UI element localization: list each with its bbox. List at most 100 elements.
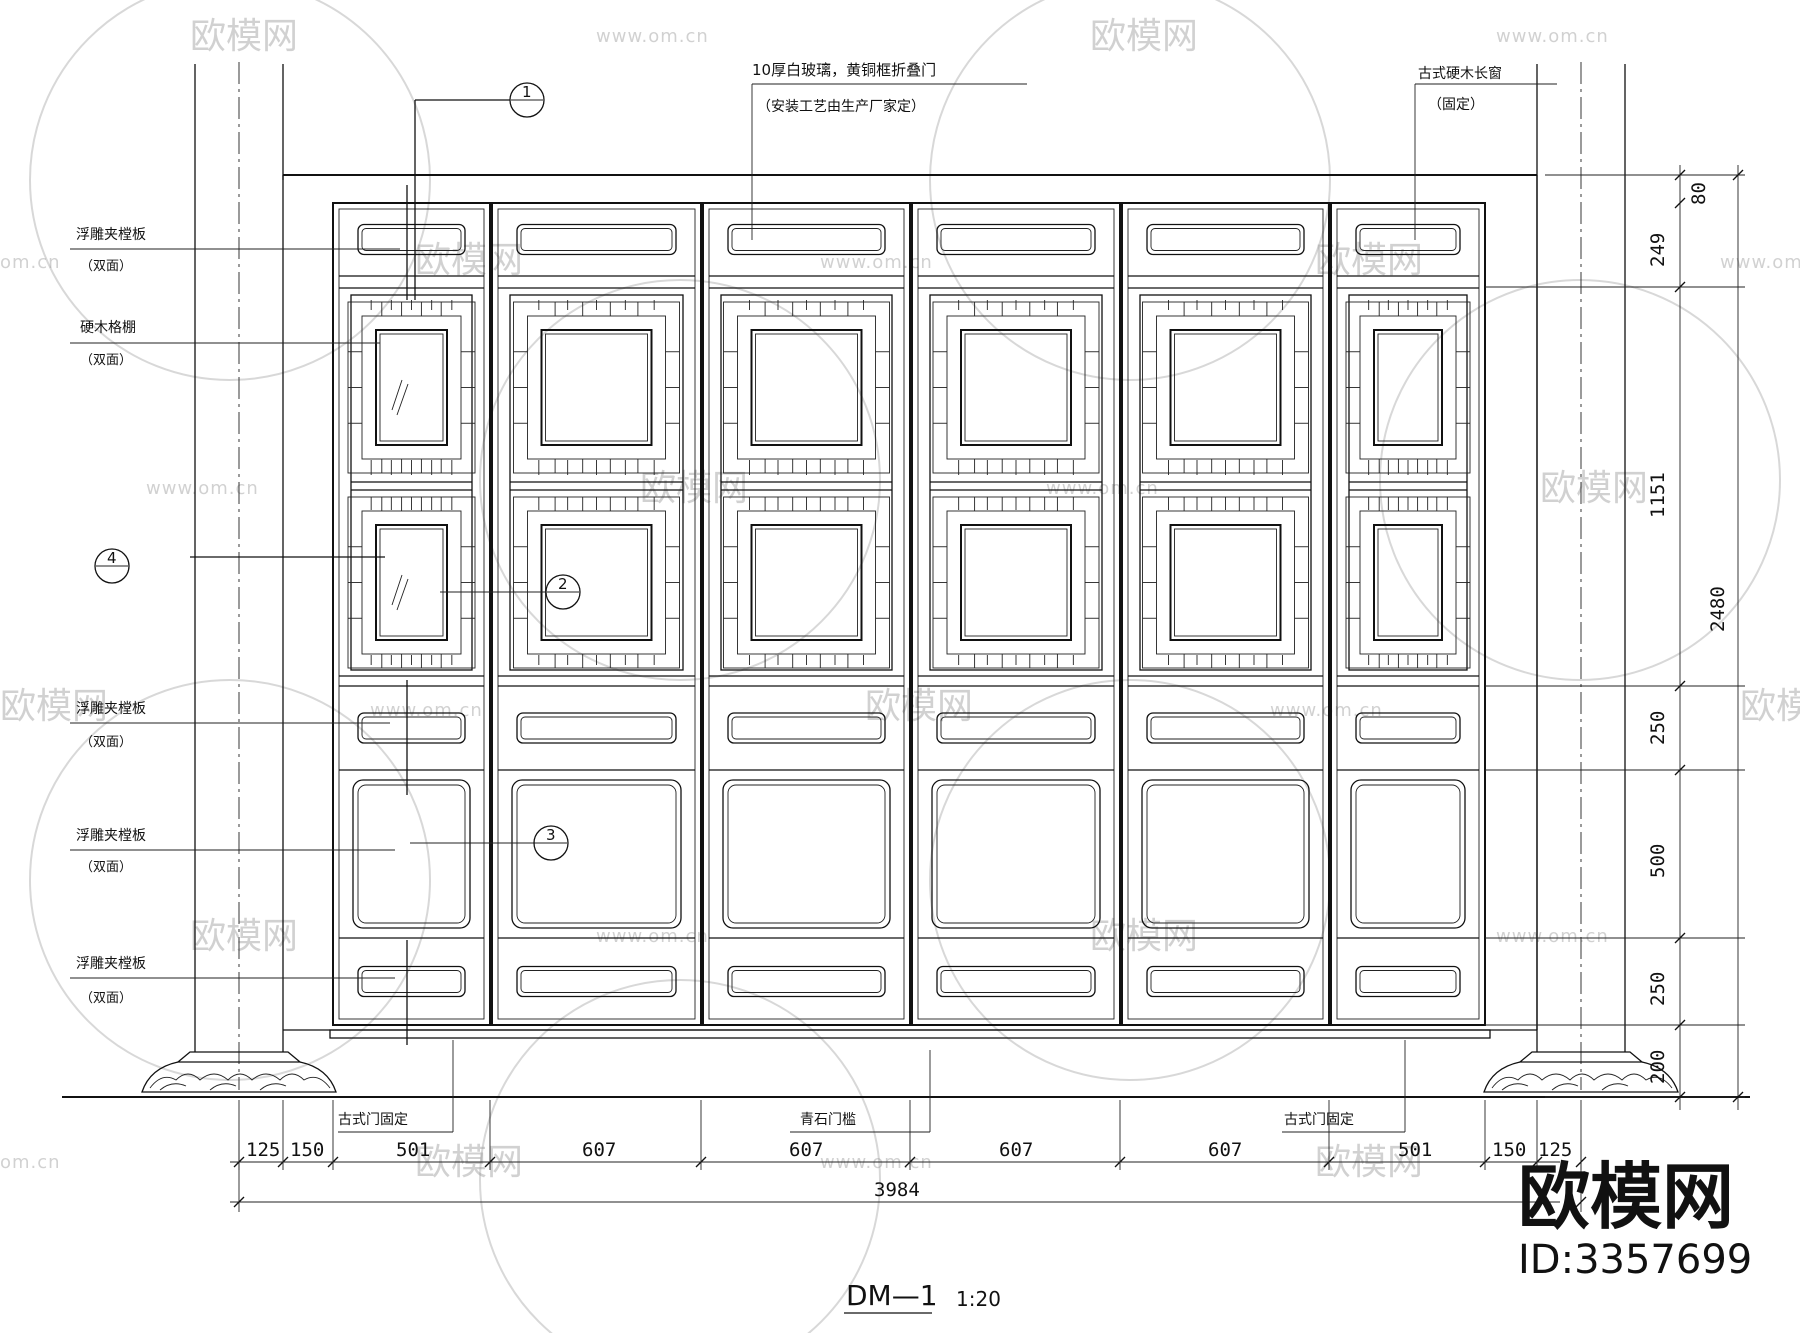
glass-pane-inner <box>1377 528 1439 637</box>
dim-width: 150 <box>1492 1139 1526 1161</box>
dim-height: 200 <box>1647 1050 1669 1084</box>
watermark-site: www.om.cn <box>1496 26 1609 47</box>
leaders <box>70 83 1745 1133</box>
raised-panel <box>722 779 891 929</box>
glass-pane <box>1169 329 1282 446</box>
dim-tick <box>1732 169 1744 181</box>
glass-hatch <box>391 574 403 606</box>
dim-tick <box>1674 197 1686 209</box>
left-label-sub: （双面） <box>80 353 132 368</box>
carved-panel <box>936 712 1096 744</box>
carved-panel <box>516 223 677 256</box>
carved-panel-inner <box>1359 970 1457 993</box>
callout-1: 1 <box>509 82 545 118</box>
carved-panel-inner <box>1150 228 1301 251</box>
annotations: 10厚白玻璃，黄铜框折叠门 （安装工艺由生产厂家定） 古式硬木长窗 （固定） 浮… <box>76 61 1502 1128</box>
carved-panel-inner <box>361 228 462 251</box>
vertical-dimension-chain: 80 249 1151 250 500 250 200 2480 <box>1647 165 1744 1110</box>
dim-tick <box>1674 169 1686 181</box>
carved-panel <box>727 223 886 256</box>
brand-stamp: 欧模网 ID:3357699 <box>1518 1155 1752 1283</box>
watermark-logo: 欧模网 <box>1315 240 1423 281</box>
watermark-logo: 欧模网 <box>1090 916 1198 957</box>
raised-panel <box>931 779 1101 929</box>
glass-pane <box>1373 329 1443 446</box>
lattice-ring <box>737 315 876 460</box>
glass-hatch <box>391 379 403 411</box>
dim-height: 250 <box>1647 711 1669 745</box>
lattice-ring <box>1156 315 1295 460</box>
dim-tick <box>1674 1091 1686 1103</box>
raised-panel-inner <box>516 784 677 924</box>
carved-panel-inner <box>520 228 673 251</box>
watermark-logo: 欧模网 <box>190 16 298 57</box>
glass-pane-inner <box>545 333 648 442</box>
watermark-logo: 欧模网 <box>1540 468 1648 509</box>
glass-hatch <box>396 578 409 611</box>
watermark-logo: 欧模网 <box>190 916 298 957</box>
carved-panel <box>357 223 466 256</box>
door-leaf-inner <box>1336 208 1480 1020</box>
dim-tick <box>1674 764 1686 776</box>
lattice-ring <box>1156 510 1295 655</box>
lattice-ring <box>737 510 876 655</box>
brand-id: ID:3357699 <box>1518 1237 1752 1283</box>
door-leaf <box>1330 202 1486 1026</box>
glass-pane <box>375 524 448 641</box>
dim-height: 1151 <box>1647 472 1669 518</box>
raised-panel-inner <box>1146 784 1305 924</box>
carved-panel <box>936 965 1096 998</box>
watermark-site: www.om.cn <box>596 26 709 47</box>
glass-pane <box>540 524 653 641</box>
dim-width: 125 <box>1538 1139 1572 1161</box>
raised-panel <box>1350 779 1466 929</box>
carved-panel <box>1355 965 1461 998</box>
carved-panel <box>357 965 466 998</box>
dim-height: 250 <box>1647 972 1669 1006</box>
drawing-title: DM—1 1:20 <box>844 1279 1001 1314</box>
top-center-note-sub: （安装工艺由生产厂家定） <box>757 98 925 115</box>
bottom-label: 古式门固定 <box>1284 1112 1354 1128</box>
lattice-ring <box>946 315 1086 460</box>
dim-width: 607 <box>999 1139 1033 1161</box>
dim-height: 80 <box>1688 182 1710 205</box>
glass-pane-inner <box>1174 333 1277 442</box>
lattice-ring <box>932 496 1100 669</box>
door-leaf <box>491 202 702 1026</box>
watermark-logo: 欧模网 <box>640 468 748 509</box>
watermark-site: www.om.cn <box>596 926 709 947</box>
carved-panel-inner <box>731 716 882 740</box>
dim-tick <box>1674 932 1686 944</box>
horizontal-dimension-chain: 125 150 501 607 607 607 607 501 150 125 … <box>230 1100 1587 1212</box>
watermark-site: www.om.cn <box>146 478 259 499</box>
carved-panel-inner <box>940 716 1092 740</box>
lattice-ring <box>946 510 1086 655</box>
carved-panel-inner <box>361 716 462 740</box>
carved-panel <box>1146 965 1305 998</box>
carved-panel <box>516 712 677 744</box>
glass-pane-inner <box>755 528 858 637</box>
lattice-ring <box>513 496 680 669</box>
door-leaf <box>911 202 1121 1026</box>
callout-3: 3 <box>533 825 569 861</box>
watermark-logo: 欧模网 <box>415 1142 523 1183</box>
carved-panel-inner <box>1359 716 1457 740</box>
glass-pane-inner <box>755 333 858 442</box>
glass-pane-inner <box>379 333 444 442</box>
bottom-label: 古式门固定 <box>338 1112 408 1128</box>
glass-pane <box>960 329 1072 446</box>
dim-width: 607 <box>789 1139 823 1161</box>
lattice-ring <box>347 496 476 669</box>
carved-panel-inner <box>361 970 462 993</box>
watermark-logo: 欧模网 <box>0 686 108 727</box>
watermark-site: www.om.cn <box>820 1152 933 1173</box>
callout-label: 4 <box>107 549 117 567</box>
raised-panel <box>1141 779 1310 929</box>
carved-panel-inner <box>940 228 1092 251</box>
carved-panel-inner <box>731 228 882 251</box>
carved-panel <box>1355 223 1461 256</box>
dim-tick <box>1732 1091 1744 1103</box>
watermark-logos: 欧模网 欧模网 欧模网 欧模网 欧模网 欧模网 欧模网 欧模网 欧模网 欧模网 … <box>0 16 1800 1183</box>
carved-panel <box>357 712 466 744</box>
door-leaf-inner <box>708 208 905 1020</box>
